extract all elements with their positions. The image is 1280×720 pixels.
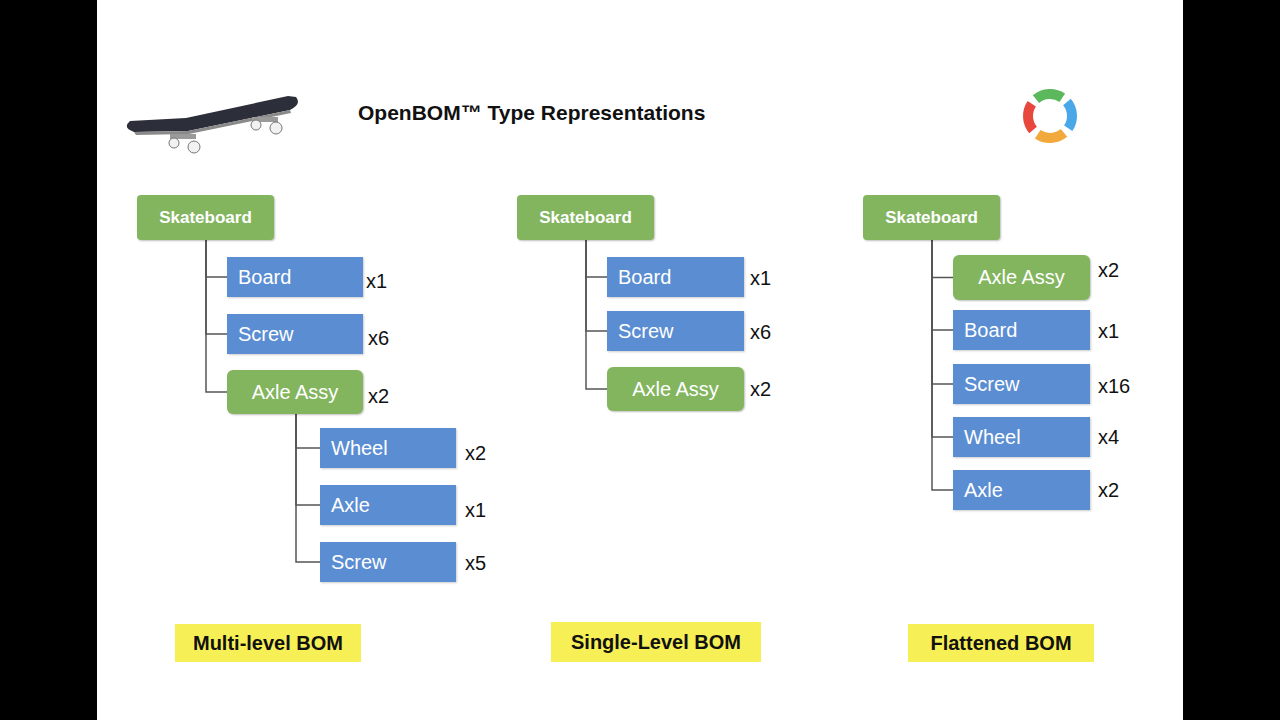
node-text: Skateboard [539, 208, 632, 228]
node-text: Multi-level BOM [193, 632, 343, 655]
quantity-label: x6 [750, 321, 771, 344]
quantity-label: x4 [1098, 426, 1119, 449]
part-box: Screw [607, 311, 744, 351]
subassembly-box: Axle Assy [607, 367, 744, 411]
node-text: Screw [331, 551, 387, 574]
tree-connector [586, 240, 607, 277]
node-text: Single-Level BOM [571, 631, 741, 654]
part-box: Board [953, 310, 1090, 350]
node-text: Board [964, 319, 1017, 342]
node-text: Skateboard [885, 208, 978, 228]
node-text: Skateboard [159, 208, 252, 228]
skateboard-illustration [127, 96, 298, 153]
tree-connector [296, 414, 320, 562]
subassembly-box: Axle Assy [227, 370, 363, 414]
part-box: Screw [953, 364, 1090, 404]
quantity-label: x6 [368, 327, 389, 350]
node-text: Screw [238, 323, 294, 346]
tree-connector [932, 240, 953, 384]
assembly-root-box: Skateboard [863, 195, 1000, 240]
tree-connector [206, 240, 227, 392]
quantity-label: x2 [368, 385, 389, 408]
slide-title: OpenBOM™ Type Representations [358, 101, 705, 125]
tree-connector [206, 240, 227, 277]
assembly-root-box: Skateboard [137, 195, 274, 240]
quantity-label: x2 [465, 442, 486, 465]
caption-highlight: Flattened BOM [908, 624, 1094, 662]
skateboard-wheel [270, 122, 282, 134]
node-text: Axle [331, 494, 370, 517]
part-box: Screw [227, 314, 363, 354]
tree-connector [586, 240, 607, 389]
quantity-label: x1 [750, 267, 771, 290]
tree-connector [932, 240, 953, 330]
node-text: Axle Assy [252, 381, 339, 404]
quantity-label: x16 [1098, 375, 1130, 398]
node-text: Axle [964, 479, 1003, 502]
node-text: Screw [618, 320, 674, 343]
quantity-label: x2 [750, 378, 771, 401]
tree-connector [206, 240, 227, 334]
skateboard-wheel [251, 120, 261, 130]
tree-connector [932, 240, 953, 437]
tree-connector [932, 240, 953, 278]
assembly-root-box: Skateboard [517, 195, 654, 240]
quantity-label: x2 [1098, 479, 1119, 502]
part-box: Axle [320, 485, 456, 525]
logo-segment [1019, 85, 1081, 147]
part-box: Axle [953, 470, 1090, 510]
caption-highlight: Multi-level BOM [175, 624, 361, 662]
tree-connector [932, 240, 953, 490]
quantity-label: x1 [465, 499, 486, 522]
logo-segment [1019, 85, 1081, 147]
node-text: Axle Assy [632, 378, 719, 401]
logo-ring [1019, 85, 1081, 147]
node-text: Board [618, 266, 671, 289]
node-text: Screw [964, 373, 1020, 396]
subassembly-box: Axle Assy [953, 255, 1090, 300]
skateboard-wheel [169, 138, 179, 148]
part-box: Screw [320, 542, 456, 582]
part-box: Board [227, 257, 363, 297]
logo-segment [1019, 85, 1081, 147]
quantity-label: x1 [1098, 320, 1119, 343]
node-text: Board [238, 266, 291, 289]
tree-connector [296, 414, 320, 448]
caption-highlight: Single-Level BOM [551, 622, 761, 662]
part-box: Wheel [320, 428, 456, 468]
tree-connector [296, 414, 320, 505]
part-box: Board [607, 257, 744, 297]
skateboard-wheel [188, 141, 200, 153]
skateboard-edge [134, 110, 291, 135]
quantity-label: x5 [465, 552, 486, 575]
quantity-label: x2 [1098, 259, 1119, 282]
node-text: Wheel [331, 437, 388, 460]
node-text: Flattened BOM [930, 632, 1071, 655]
logo-segment [1019, 85, 1081, 147]
tree-connector [586, 240, 607, 331]
part-box: Wheel [953, 417, 1090, 457]
node-text: Axle Assy [978, 266, 1065, 289]
node-text: Wheel [964, 426, 1021, 449]
quantity-label: x1 [366, 270, 387, 293]
